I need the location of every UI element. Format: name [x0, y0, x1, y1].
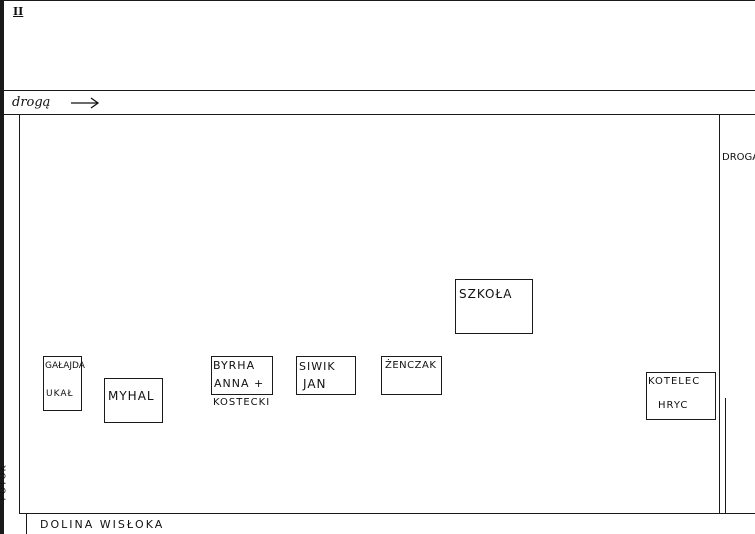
stream-line [19, 115, 21, 513]
house-siwik-name-line1: SIWIK [299, 360, 336, 373]
sheet-number: II [13, 5, 24, 18]
house-siwik-name-line2: JAN [303, 377, 327, 391]
house-kotelec-name-line2: HRYC [658, 400, 689, 411]
road-right-outer-line [725, 398, 727, 513]
house-siwik: SIWIK JAN [296, 356, 356, 395]
house-myhal: MYHAL [104, 378, 163, 423]
stream-label: POTOK [0, 464, 9, 501]
house-myhal-name: MYHAL [108, 389, 155, 403]
house-galajda: GAŁAJDA UKAŁ [43, 356, 85, 411]
road-right-inner-line [719, 115, 721, 513]
house-kotelec: KOTELEC HRYC [646, 372, 716, 420]
house-kotelec-name-line1: KOTELEC [648, 376, 701, 387]
page-top-border [4, 0, 755, 1]
road-top-lower-line [4, 114, 755, 115]
house-byrha-name-line1: BYRHA [213, 359, 256, 372]
house-szkola-name: SZKOŁA [459, 287, 513, 301]
valley-left-line [26, 513, 28, 534]
house-byrha-name-line2: ANNA + [214, 377, 265, 390]
house-szkola: SZKOŁA [455, 279, 533, 334]
road-direction-arrow-icon [71, 97, 100, 109]
house-zenczak-name: ŻENCZAK [385, 360, 437, 371]
page-left-border [0, 0, 4, 534]
house-zenczak: ŻENCZAK [381, 356, 442, 395]
valley-label: DOLINA WISŁOKA [40, 518, 165, 531]
valley-top-line [19, 513, 755, 515]
house-galajda-name-line2: UKAŁ [46, 389, 74, 399]
house-byrha-note: KOSTECKI [213, 397, 271, 408]
road-right-label: DROGA [722, 152, 755, 163]
house-galajda-name-line1: GAŁAJDA [45, 361, 85, 371]
road-top-upper-line [4, 90, 755, 91]
road-top-label: drogą [12, 95, 51, 110]
house-byrha: BYRHA ANNA + [211, 356, 273, 395]
